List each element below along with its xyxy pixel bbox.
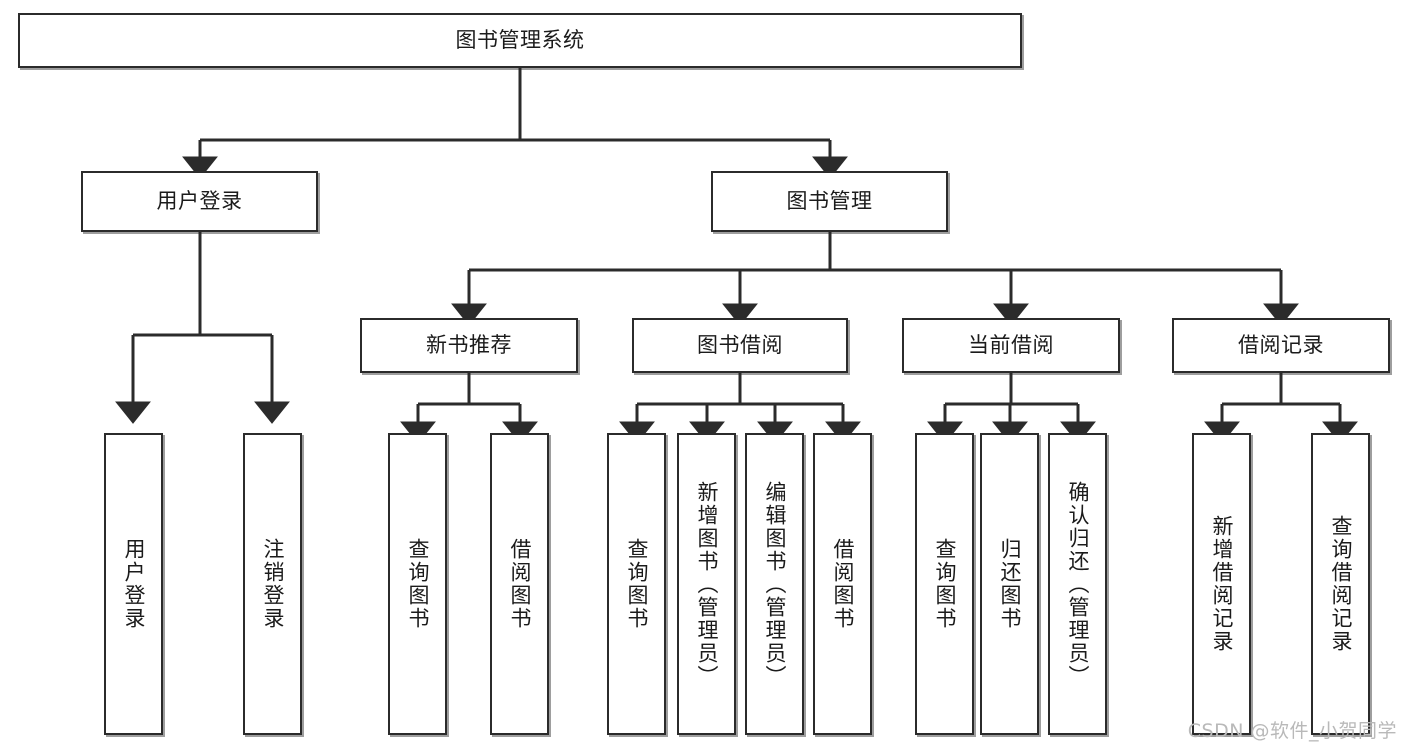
node-leaf-return-book[interactable]: 归还图书	[980, 433, 1039, 735]
node-current-borrow[interactable]: 当前借阅	[902, 318, 1120, 373]
node-leaf-user-login[interactable]: 用户登录	[104, 433, 163, 735]
node-label: 借阅记录	[1238, 333, 1324, 358]
node-label: 查询图书	[933, 538, 957, 630]
node-label: 查询借阅记录	[1329, 515, 1353, 653]
node-leaf-logout[interactable]: 注销登录	[243, 433, 302, 735]
node-label: 新增图书（管理员）	[695, 480, 719, 688]
node-leaf-query-book-current[interactable]: 查询图书	[915, 433, 974, 735]
node-leaf-edit-book-admin[interactable]: 编辑图书（管理员）	[745, 433, 804, 735]
node-borrow-record[interactable]: 借阅记录	[1172, 318, 1390, 373]
node-leaf-confirm-return-admin[interactable]: 确认归还（管理员）	[1048, 433, 1107, 735]
node-label: 图书借阅	[697, 333, 783, 358]
node-leaf-borrow-book-recommend[interactable]: 借阅图书	[490, 433, 549, 735]
node-label: 注销登录	[261, 538, 285, 630]
node-leaf-query-book-recommend[interactable]: 查询图书	[388, 433, 447, 735]
node-label: 查询图书	[625, 538, 649, 630]
watermark-text: CSDN @软件_小贺同学	[1187, 720, 1397, 742]
node-leaf-add-book-admin[interactable]: 新增图书（管理员）	[677, 433, 736, 735]
node-new-book-recommend[interactable]: 新书推荐	[360, 318, 578, 373]
node-label: 归还图书	[998, 538, 1022, 630]
node-book-borrow[interactable]: 图书借阅	[632, 318, 848, 373]
node-leaf-query-book-borrow[interactable]: 查询图书	[607, 433, 666, 735]
node-book-management[interactable]: 图书管理	[711, 171, 948, 232]
node-label: 图书管理	[786, 189, 873, 214]
node-label: 查询图书	[406, 538, 430, 630]
node-label: 新增借阅记录	[1210, 515, 1234, 653]
node-leaf-borrow-book[interactable]: 借阅图书	[813, 433, 872, 735]
node-label: 当前借阅	[968, 333, 1054, 358]
node-label: 新书推荐	[426, 333, 512, 358]
node-label: 借阅图书	[508, 538, 532, 630]
node-label: 用户登录	[156, 189, 243, 214]
node-leaf-add-borrow-record[interactable]: 新增借阅记录	[1192, 433, 1251, 735]
node-label: 借阅图书	[831, 538, 855, 630]
node-label: 编辑图书（管理员）	[763, 480, 787, 688]
node-leaf-query-borrow-record[interactable]: 查询借阅记录	[1311, 433, 1370, 735]
node-label: 确认归还（管理员）	[1066, 480, 1090, 688]
node-root-book-management-system[interactable]: 图书管理系统	[18, 13, 1022, 68]
node-label: 用户登录	[122, 538, 146, 630]
node-user-login[interactable]: 用户登录	[81, 171, 318, 232]
node-label: 图书管理系统	[455, 28, 585, 53]
